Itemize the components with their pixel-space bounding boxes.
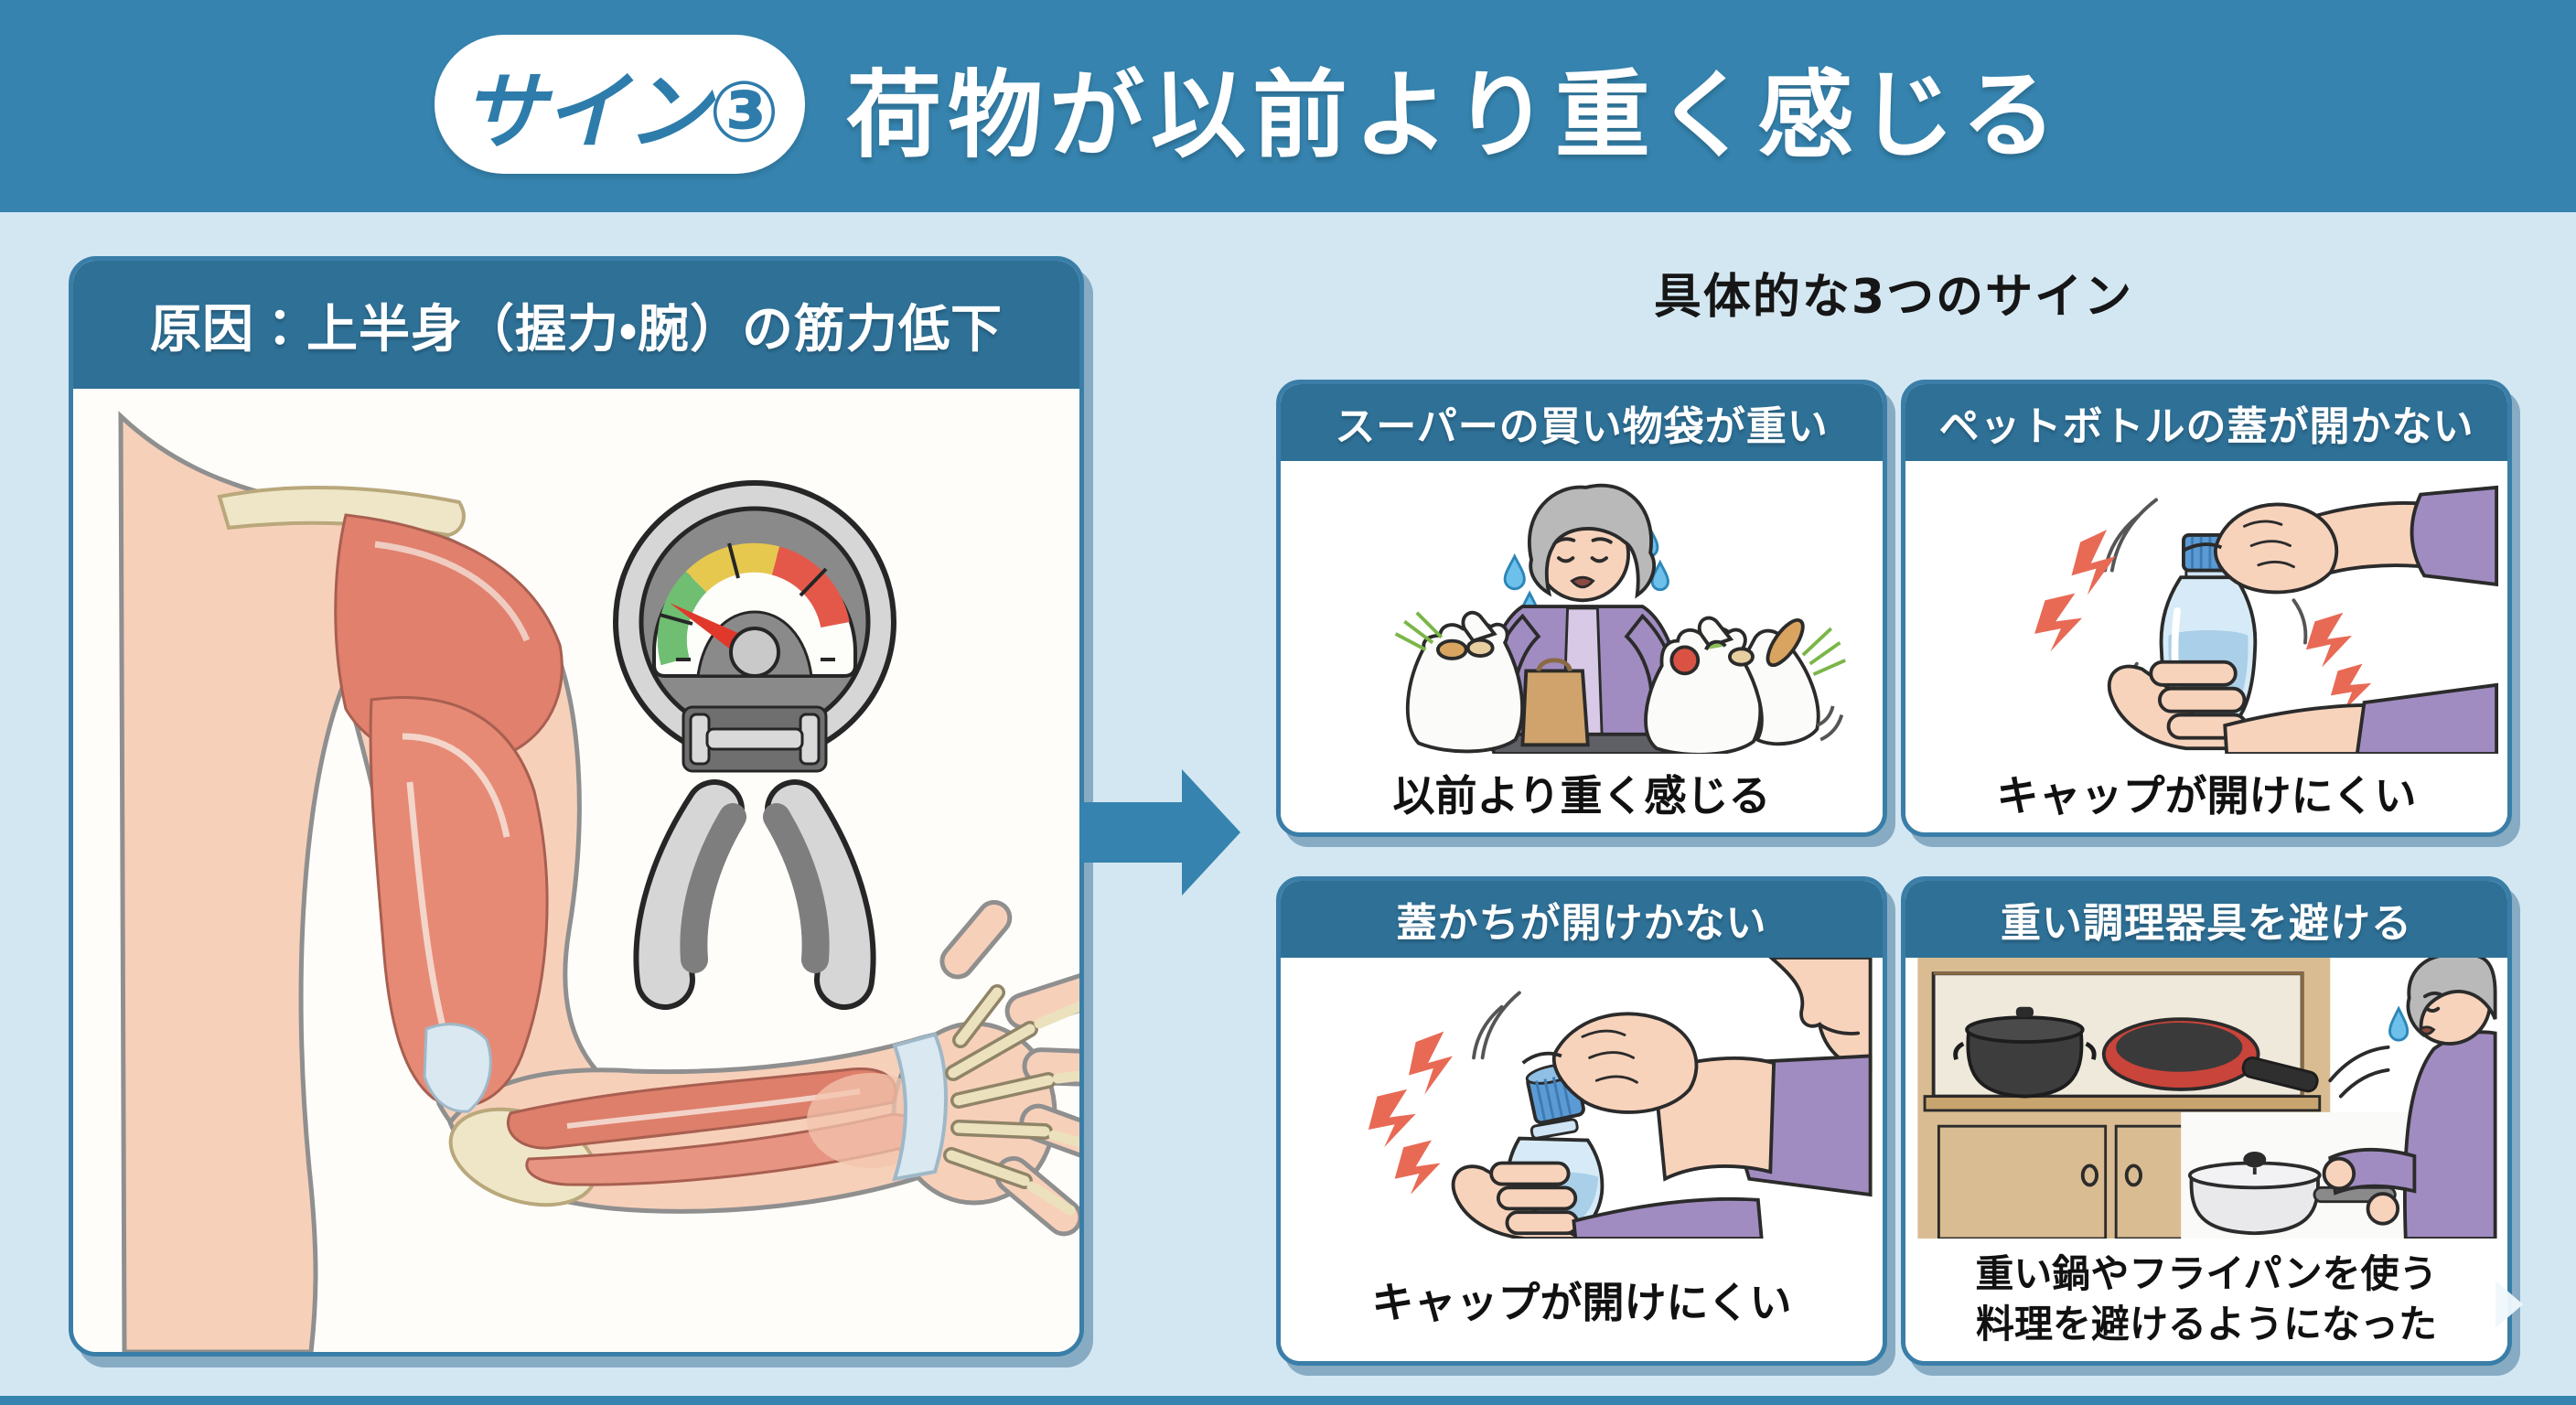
strain-bolt-icon [1368,1031,1453,1196]
flow-arrow-icon [1079,769,1240,896]
decorative-chevron-icon [2496,1281,2523,1328]
cause-panel: 原因：上半身（握力・腕）の筋力低下 [69,256,1084,1357]
sign-card-caption: 重い鍋やフライパンを使う 料理を避けるようになった [1905,1239,2507,1361]
sign-card-header: ペットボトルの蓋が開かない [1905,384,2507,461]
sign-card-caption: 以前より重く感じる [1281,754,1883,832]
sign-number-badge: サイン③ [435,35,805,174]
elderly-person-bottle-cap-illustration [1368,958,1873,1239]
gauge-ticks [659,542,835,661]
elderly-woman-heavy-shopping-bags-illustration [1394,483,1846,754]
sign-card-image [1281,461,1883,754]
page-title: 荷物が以前より重く感じる [846,59,2063,171]
sign-card-lid: 蓋かちが開けかない [1276,876,1887,1366]
sign-card-header: 重い調理器具を避ける [1905,881,2507,958]
arm-muscle-anatomy-illustration [118,411,1079,1352]
sign-card-image [1281,958,1883,1239]
hand-grip-dynamometer-icon [613,480,896,1010]
strain-bolt-icon [2034,530,2372,710]
sign-number-badge-label: サイン③ [461,62,780,161]
sign-card-header: スーパーの買い物袋が重い [1281,384,1883,461]
sign-card-caption: キャップが開けにくい [1281,1239,1883,1361]
cause-panel-body [73,389,1079,1352]
sign-card-shopping-bags: スーパーの買い物袋が重い [1276,380,1887,837]
sign-card-caption: キャップが開けにくい [1905,754,2507,832]
sign-card-caption-line1: 重い鍋やフライパンを使う [1975,1251,2438,1297]
title-banner: サイン③ 荷物が以前より重く感じる [0,0,2576,212]
sign-card-bottle-cap: ペットボトルの蓋が開かない [1901,380,2512,837]
cause-panel-header: 原因：上半身（握力・腕）の筋力低下 [73,261,1079,389]
sign-card-cookware: 重い調理器具を避ける [1901,876,2512,1366]
sign-card-caption-line2: 料理を避けるようになった [1975,1302,2437,1346]
sign-card-image [1905,461,2507,754]
elderly-woman-avoiding-heavy-cookware-illustration [1917,958,2497,1239]
signs-section-title: 具体的な3つのサイン [1653,270,2134,325]
sign-card-image [1905,958,2507,1239]
hands-struggling-bottle-cap-illustration [2034,485,2499,754]
bottom-accent-strip [0,1396,2576,1405]
sign-card-header: 蓋かちが開けかない [1281,881,1883,958]
